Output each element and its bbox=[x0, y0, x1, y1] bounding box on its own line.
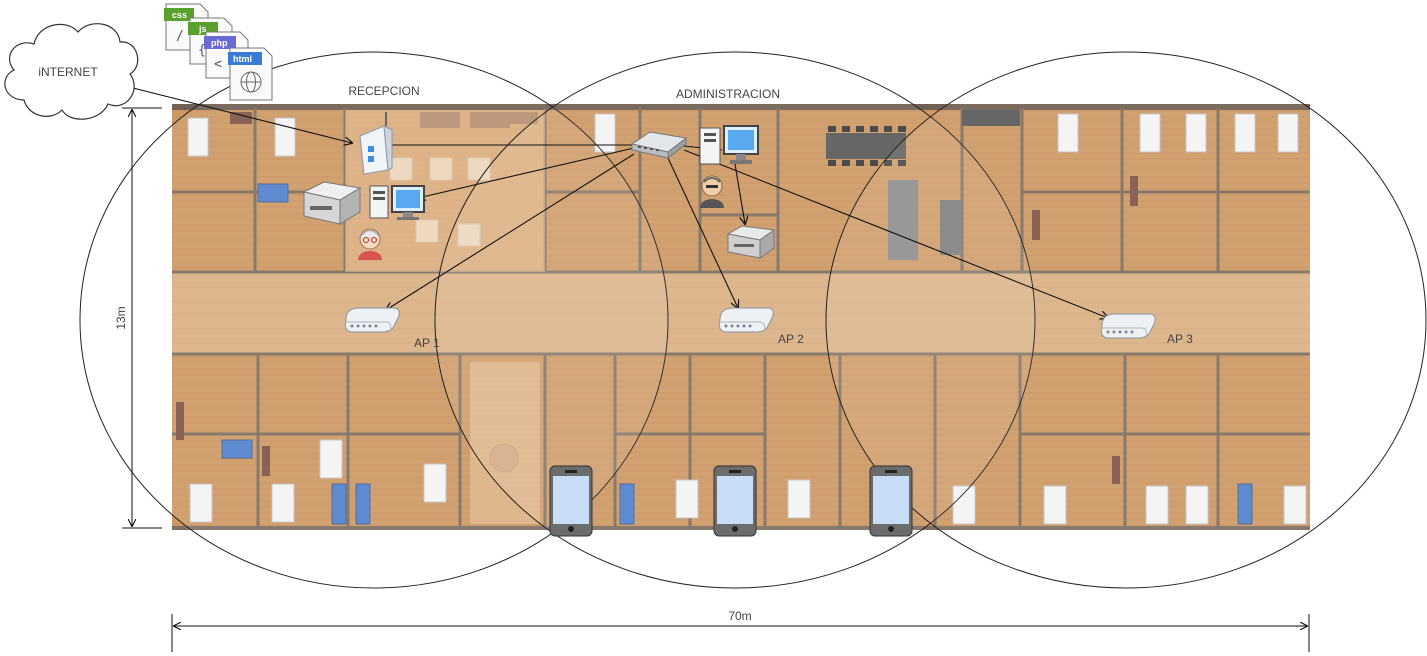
admin-printer bbox=[728, 226, 774, 258]
file-badge-php: php bbox=[211, 38, 228, 48]
access-point-1 bbox=[345, 308, 399, 332]
internet-label: iNTERNET bbox=[38, 65, 98, 79]
file-badge-css: css bbox=[172, 10, 187, 20]
tablet bbox=[714, 466, 756, 536]
file-badge-js: js bbox=[198, 24, 207, 34]
printer-icon bbox=[728, 226, 774, 258]
access-point-3 bbox=[1101, 314, 1155, 338]
internet-cloud: iNTERNET bbox=[5, 24, 138, 119]
file-icon: html bbox=[228, 48, 272, 100]
file-badge-html: html bbox=[233, 54, 252, 64]
height-dim-label: 13m bbox=[114, 306, 128, 329]
recepcion-label: RECEPCION bbox=[348, 84, 419, 98]
width-dim-label: 70m bbox=[728, 609, 751, 623]
reception-user bbox=[358, 229, 382, 260]
tablet-icon bbox=[550, 466, 592, 536]
access-point-icon bbox=[719, 308, 773, 332]
svg-text:<: < bbox=[214, 57, 222, 72]
admin-user bbox=[700, 176, 724, 208]
administracion-label: ADMINISTRACION bbox=[676, 87, 780, 101]
user-icon bbox=[358, 229, 382, 260]
access-point-2 bbox=[719, 308, 773, 332]
tablet-icon bbox=[714, 466, 756, 536]
tablet bbox=[870, 466, 912, 536]
access-point-icon bbox=[345, 308, 399, 332]
ap2-label: AP 2 bbox=[778, 332, 804, 346]
user-icon bbox=[700, 176, 724, 208]
ap1-label: AP 1 bbox=[414, 336, 440, 350]
ap3-label: AP 3 bbox=[1167, 332, 1193, 346]
tablet-icon bbox=[870, 466, 912, 536]
svg-text:/: / bbox=[176, 29, 184, 44]
tablet bbox=[550, 466, 592, 536]
access-point-icon bbox=[1101, 314, 1155, 338]
file-icons: css / js { php < html bbox=[164, 4, 272, 100]
